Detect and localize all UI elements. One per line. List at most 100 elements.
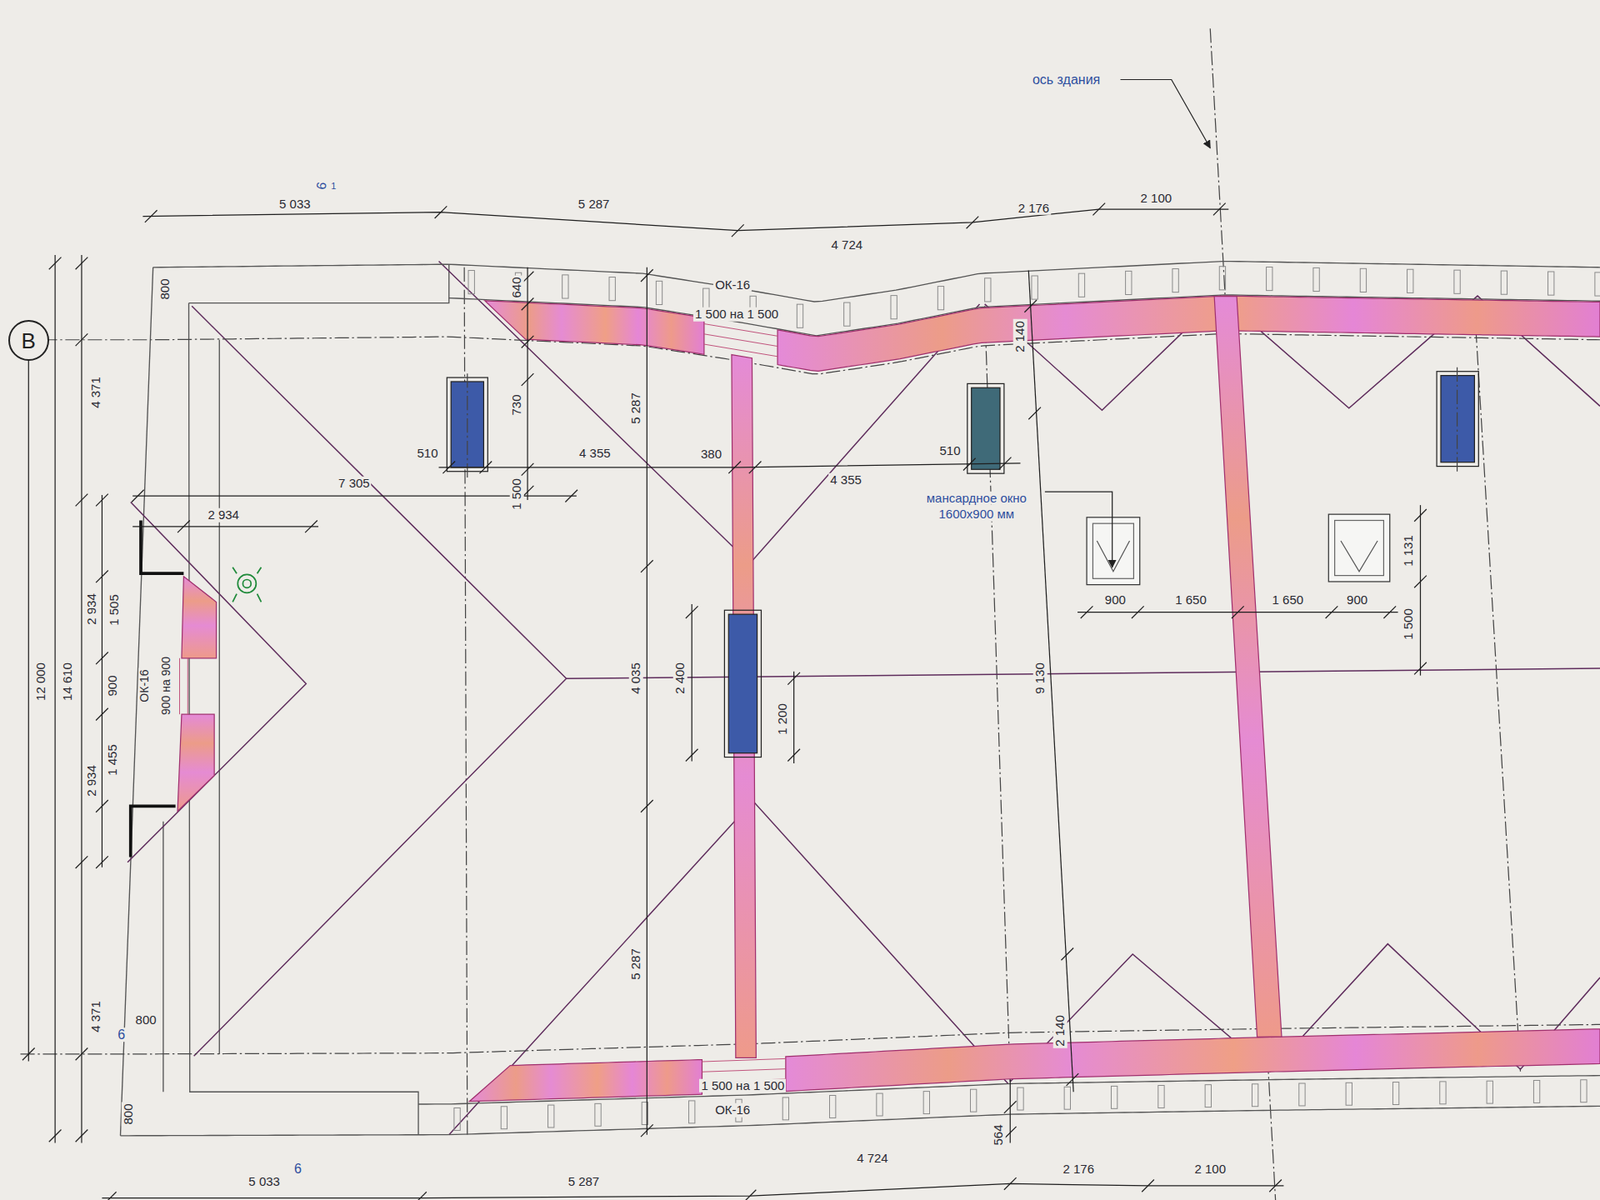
rafter-mark [1454, 270, 1460, 294]
rafter-mark [1017, 1087, 1024, 1110]
label-text: 900 [1103, 593, 1128, 608]
dimension-text: 900 [105, 673, 120, 698]
eave-line [120, 267, 153, 1136]
dimension-tick [685, 749, 699, 762]
window-opening [171, 658, 189, 715]
dimension-text: 5 287 [629, 946, 644, 982]
label-text: 1 500 на 1 500 [699, 1079, 786, 1094]
rafter-mark [1548, 271, 1555, 295]
dimension-text: 9 130 [1033, 661, 1048, 697]
dimension-tick [1269, 1180, 1282, 1193]
label-text: 1 [329, 180, 338, 191]
dimension-line [55, 255, 56, 1143]
dimension-tick [75, 494, 89, 507]
dimension-tick [787, 749, 800, 762]
dimension-text: 900 на 900 [160, 655, 173, 717]
label-text: 6 [292, 1161, 304, 1177]
dimension-tick [749, 460, 762, 474]
window-opening [704, 324, 778, 337]
rafter-mark [796, 304, 803, 328]
rafter-mark [1266, 266, 1273, 290]
dimension-tick [104, 1191, 117, 1200]
rafter-mark [1360, 268, 1366, 292]
dimension-tick [685, 605, 699, 619]
rafter-mark [985, 278, 991, 302]
label-text: ось здания [1030, 72, 1102, 88]
wall-fill [777, 295, 1600, 371]
label-text: 1600х900 мм [936, 507, 1016, 522]
label-text: ОК-16 [713, 277, 752, 292]
dimension-text: 800 [158, 276, 173, 301]
rafter-mark [595, 1103, 601, 1126]
skylight [446, 367, 1479, 478]
dimension-tick [1004, 1177, 1017, 1190]
rafter-mark [1158, 1085, 1165, 1109]
rafter-mark [1031, 275, 1038, 300]
dimension-text: 1 500 [1401, 607, 1416, 643]
wall-line [189, 303, 420, 1135]
dimension-tick [95, 708, 109, 721]
dimension-tick [731, 224, 745, 237]
dimension-tick [1414, 662, 1427, 675]
dimension-line [646, 267, 648, 1135]
dimension-text: ОК-16 [138, 667, 151, 704]
rafter-mark [1440, 1081, 1446, 1105]
label-text: 900 [1345, 593, 1370, 608]
dimension-text: 2 934 [85, 591, 100, 627]
dimension-text: 1 131 [1401, 533, 1416, 569]
rafter-mark [548, 1105, 555, 1128]
rafter-mark [1172, 269, 1179, 293]
dimension-tick [521, 463, 535, 476]
label-text: 4 724 [855, 1151, 890, 1166]
dimension-tick [1066, 1073, 1080, 1086]
dimension-tick [75, 333, 89, 346]
dimension-text: 564 [990, 1122, 1005, 1147]
rafter-mark [454, 1107, 460, 1130]
dimension-tick [787, 672, 800, 685]
wall-fill [1214, 295, 1282, 1037]
dimension-tick [1213, 203, 1226, 216]
dimension-line [691, 604, 693, 762]
dimension-text: 1 455 [105, 742, 120, 778]
dimension-tick [95, 855, 109, 869]
rafter-mark [1064, 1086, 1070, 1110]
dimension-tick [1080, 605, 1094, 619]
dimension-tick [75, 1048, 89, 1061]
dimension-text: 1 500 [509, 476, 524, 512]
wall-fill [785, 1029, 1600, 1092]
rafter-mark [1078, 273, 1085, 297]
dimension-text: 2 400 [672, 661, 687, 697]
rafter-mark [1125, 270, 1132, 295]
rafter-mark [937, 286, 944, 310]
dimension-text: 5 287 [629, 390, 644, 426]
dimension-tick [1092, 203, 1105, 216]
dimension-tick [305, 520, 318, 533]
dimension-tick [1325, 605, 1339, 619]
dimension-text: 730 [509, 393, 524, 418]
dimension-tick [521, 373, 535, 386]
dimension-line [28, 331, 30, 1062]
rafter-mark [1219, 266, 1225, 290]
wall-fill [485, 300, 705, 355]
dimension-line [793, 671, 795, 764]
label-text: 2 934 [205, 508, 241, 523]
dimension-text: 6 [313, 179, 330, 193]
rafter-mark [876, 1093, 883, 1116]
dimension-tick [435, 205, 448, 219]
dimension-tick [75, 855, 89, 869]
rafter-mark [1500, 270, 1507, 295]
dimension-text: 1 505 [107, 592, 122, 628]
dimension-line [1028, 270, 1074, 1092]
label-text: ОК-16 [713, 1103, 752, 1118]
dimension-text: 1 200 [775, 701, 790, 737]
rafter-mark [609, 277, 615, 301]
dimension-tick [131, 490, 145, 503]
rafter-mark [1313, 267, 1320, 291]
wall-fill [177, 714, 215, 811]
rafter-mark [500, 1106, 507, 1130]
label-text: 4 724 [830, 238, 865, 253]
hip-line [191, 305, 566, 1056]
label-text: 5 287 [566, 1175, 602, 1190]
dimension-tick [442, 460, 455, 474]
label-text: 2 100 [1192, 1162, 1228, 1177]
